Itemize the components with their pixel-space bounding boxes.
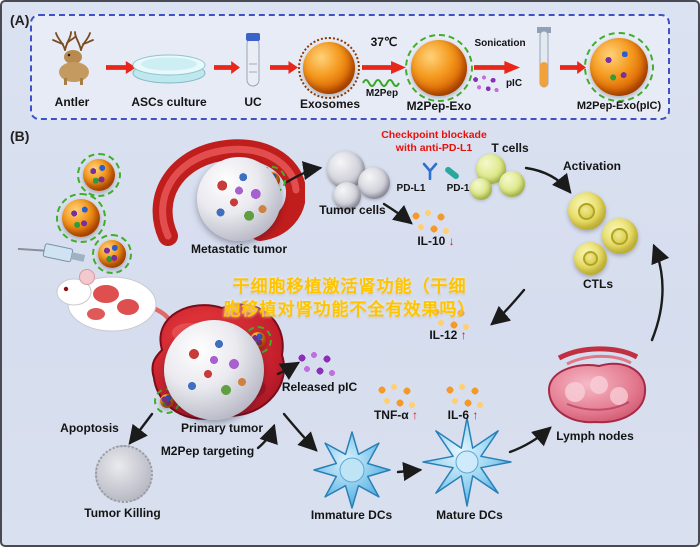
activation-label: Activation	[562, 159, 621, 173]
tnf-text: TNF-α	[373, 408, 409, 422]
centrifuge-tube-icon	[246, 33, 260, 87]
checkpoint-blockade-line2: with anti-PD-L1	[395, 142, 473, 154]
temperature-label: 37℃	[370, 35, 398, 49]
pd1-receptor-icon	[443, 165, 461, 181]
metastatic-tumor-label: Metastatic tumor	[190, 242, 288, 256]
tnf-up-arrow: ↑	[412, 408, 419, 422]
immature-dc-icon	[313, 431, 391, 509]
metastatic-tumor-sphere	[197, 157, 281, 241]
t-cells-label: T cells	[491, 141, 529, 155]
pd1-label: PD-1	[446, 183, 470, 194]
m2pep-targeting-label: M2Pep targeting	[160, 444, 255, 458]
pic-label: pIC	[505, 78, 523, 89]
m2pep-exo-pic-particle	[584, 32, 654, 102]
exosome-particle	[298, 37, 360, 99]
syringe-icon	[17, 243, 86, 263]
anti-pdl1-antibody-icon	[422, 162, 438, 180]
il6-dots	[442, 382, 486, 412]
ascs-culture-label: ASCs culture	[131, 95, 207, 109]
il12-text: IL-12	[429, 328, 458, 342]
watermark-line1: 干细胞移植激活肾功能（干细	[232, 277, 467, 296]
tumor-cells-label: Tumor cells	[319, 203, 386, 217]
injected-particle-1	[77, 153, 121, 197]
lymph-node-icon	[547, 346, 647, 424]
immature-dcs-label: Immature DCs	[310, 508, 393, 522]
arrow-m2pepexo-to-tube	[474, 61, 520, 74]
il10-text: IL-10	[417, 234, 446, 248]
tnf-dots	[374, 382, 418, 412]
m2pep-label: M2Pep	[365, 88, 399, 99]
exosomes-label: Exosomes	[299, 97, 361, 111]
primary-tumor-label: Primary tumor	[180, 421, 264, 435]
ctl-cell-2	[602, 218, 638, 254]
t-cell-2	[499, 171, 525, 197]
apoptosis-label: Apoptosis	[60, 421, 119, 435]
released-pic-dots	[294, 350, 338, 380]
pdl1-label: PD-L1	[396, 183, 426, 194]
il10-down-arrow: ↓	[448, 234, 455, 248]
checkpoint-blockade-line1: Checkpoint blockade	[381, 129, 487, 141]
pic-dots	[470, 74, 501, 95]
released-pic-label: Released pIC	[281, 380, 358, 394]
il12-up-arrow: ↑	[460, 328, 467, 342]
petri-dish-icon	[132, 54, 206, 84]
ctl-cell-1	[568, 192, 606, 230]
m2pep-exo-particle	[405, 34, 473, 102]
panel-a-label: (A)	[10, 12, 30, 28]
injected-particle-2	[56, 193, 106, 243]
panel-b-label: (B)	[10, 128, 30, 144]
arrow-exosomes-to-m2pepexo	[362, 61, 406, 74]
mature-dc-icon	[422, 417, 512, 507]
deer-antler-icon	[52, 31, 94, 85]
dying-tumor-cell	[95, 445, 153, 503]
tumor-cell-2	[358, 167, 390, 199]
il6-text: IL-6	[447, 408, 469, 422]
il12-dots	[428, 304, 472, 334]
il6-label: IL-6 ↑	[432, 408, 494, 423]
m2pep-exo-pic-label: M2Pep-Exo(pIC)	[576, 100, 662, 112]
arrow-uc-to-exosomes	[270, 61, 298, 74]
watermark-line2: 胞移植对肾功能不全有效果吗）	[223, 300, 476, 319]
ctl-cell-3	[574, 242, 607, 275]
il10-dots	[408, 208, 452, 238]
primary-tumor-sphere	[164, 320, 264, 420]
arrow-tube-to-final	[560, 61, 586, 74]
mature-dcs-label: Mature DCs	[436, 508, 503, 522]
il10-label: IL-10 ↓	[400, 234, 472, 249]
metastatic-vessel-icon	[152, 139, 305, 246]
m2pep-exo-label: M2Pep-Exo	[406, 99, 472, 113]
tumor-cell-3	[333, 182, 361, 210]
antler-label: Antler	[54, 95, 90, 109]
tnf-label: TNF-α ↑	[360, 408, 432, 423]
tumor-killing-label: Tumor Killing	[84, 506, 161, 520]
arrow-ascs-to-uc	[214, 61, 240, 74]
il6-up-arrow: ↑	[472, 408, 479, 422]
uc-label: UC	[244, 95, 262, 109]
t-cell-3	[470, 178, 492, 200]
sonication-label: Sonication	[474, 38, 526, 49]
ctls-label: CTLs	[583, 277, 613, 291]
sonication-tube-icon	[537, 27, 551, 88]
panel-a-box: Antler ASCs culture UC Exosomes 37℃ M2Pe…	[30, 14, 670, 120]
il12-label: IL-12 ↑	[416, 328, 480, 343]
injected-particle-3	[92, 234, 132, 274]
m2pep-peptide-icon	[362, 79, 400, 87]
lymph-nodes-label: Lymph nodes	[556, 429, 634, 443]
